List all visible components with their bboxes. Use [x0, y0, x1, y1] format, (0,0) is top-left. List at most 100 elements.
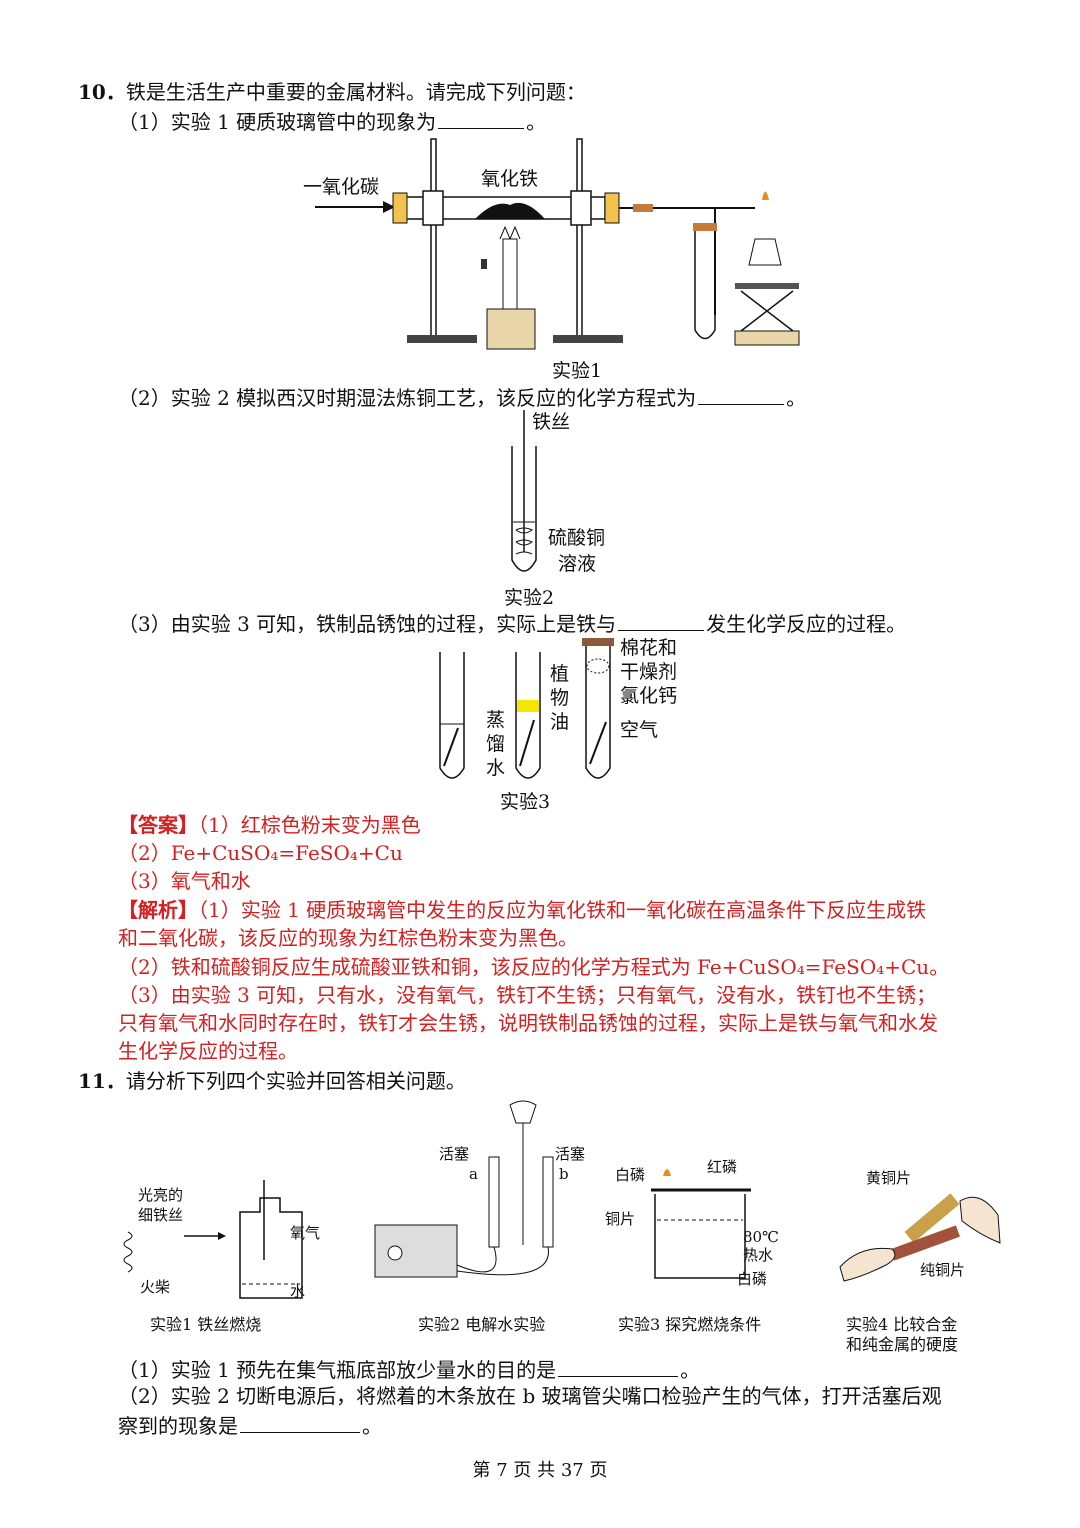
label-b: b	[559, 1165, 569, 1183]
q10-part1: （1）实验 1 硬质玻璃管中的现象为 。	[118, 106, 546, 136]
label-match: 火柴	[140, 1278, 170, 1296]
exp1-caption: 实验1 铁丝燃烧	[150, 1315, 262, 1334]
test-tube-3	[585, 644, 611, 779]
q10-part2-text: （2）实验 2 模拟西汉时期湿法炼铜工艺，该反应的化学方程式为	[118, 386, 697, 410]
analysis-1b: 和二氧化碳，该反应的现象为红棕色粉末变为黑色。	[118, 926, 578, 950]
right-stand-base	[553, 335, 623, 343]
iron-nail	[589, 721, 607, 765]
iron-oxide-powder	[475, 202, 545, 219]
brass-strip	[904, 1193, 960, 1243]
flame-icon	[499, 225, 521, 241]
flame-icon	[762, 191, 769, 200]
gas-jar	[239, 1197, 303, 1299]
lamp-chimney	[502, 238, 518, 310]
answer-2: （2）Fe+CuSO₄=FeSO₄+Cu	[118, 841, 403, 865]
arrow-head	[218, 1232, 226, 1240]
lamp-knob	[481, 259, 487, 269]
q10-part1-text: （1）实验 1 硬质玻璃管中的现象为	[118, 110, 437, 134]
answer-blank[interactable]	[618, 608, 705, 631]
q11-part2b-end: 。	[362, 1414, 382, 1438]
q11-experiment2: 活塞 a 活塞 b	[374, 1100, 585, 1278]
test-tube-2	[515, 652, 541, 779]
right-stopper	[604, 192, 620, 224]
dial-icon	[387, 1245, 403, 1261]
exp4-caption-1: 实验4 比较合金	[846, 1315, 958, 1334]
copper-strip	[890, 1225, 960, 1261]
wires	[456, 1246, 549, 1276]
label-a: a	[469, 1165, 478, 1183]
label-brass: 黄铜片	[866, 1169, 911, 1187]
test-tube	[694, 230, 716, 340]
rubber-stopper	[582, 638, 614, 646]
label-oxygen: 氧气	[290, 1224, 320, 1242]
label-hot-water: 热水	[743, 1246, 773, 1264]
answer-blank[interactable]	[698, 382, 785, 405]
reservoir-funnel	[509, 1100, 537, 1124]
label-water-2: 馏	[486, 733, 505, 755]
q10-part3-text: （3）由实验 3 可知，铁制品锈蚀的过程，实际上是铁与	[118, 612, 617, 636]
label-water-1: 蒸	[486, 709, 505, 731]
q10-part1-end: 。	[526, 110, 547, 134]
label-red-p: 红磷	[707, 1158, 737, 1176]
iron-nail	[519, 719, 535, 767]
power-supply	[374, 1224, 458, 1278]
alcohol-lamp	[748, 238, 782, 266]
answer-blank[interactable]	[438, 106, 525, 129]
q11-part1-end: 。	[680, 1358, 701, 1382]
q11-number: 11．	[78, 1069, 126, 1093]
experiment1-apparatus: 一氧化碳 氧化铁	[303, 138, 800, 350]
q11-experiment1: 光亮的 细铁丝 火柴 氧气 水	[123, 1180, 320, 1300]
hand-icon	[959, 1196, 1001, 1244]
q11-stem-line: 11．请分析下列四个实验并回答相关问题。	[78, 1067, 466, 1095]
exp3-caption: 实验3 探究燃烧条件	[618, 1315, 762, 1334]
q10-part2: （2）实验 2 模拟西汉时期湿法炼铜工艺，该反应的化学方程式为。	[118, 382, 806, 412]
analysis-3c: 生化学反应的过程。	[118, 1039, 298, 1063]
tube-b	[542, 1156, 554, 1248]
label-cotton: 棉花和	[620, 637, 677, 659]
label-temperature: 80℃	[743, 1228, 779, 1246]
experiment2-apparatus: 铁丝 硫酸铜 溶液	[511, 410, 605, 575]
beaker	[654, 1194, 746, 1279]
q11-part2b-text: 察到的现象是	[118, 1414, 238, 1438]
label-white-p-water: 白磷	[737, 1270, 767, 1288]
left-stopper	[392, 192, 408, 224]
label-oil-2: 物	[550, 687, 569, 709]
analysis-3a: （3）由实验 3 可知，只有水，没有氧气，铁钉不生锈；只有氧气，没有水，铁钉也不…	[118, 983, 937, 1007]
arrow-head	[383, 201, 395, 213]
lab-jack-base	[734, 330, 800, 346]
analysis-tag: 【解析】	[118, 898, 198, 922]
right-clamp	[570, 190, 592, 226]
rubber-connector	[633, 204, 653, 212]
lab-jack-scissor	[740, 290, 794, 332]
vegetable-oil-layer	[517, 700, 539, 712]
label-wire: 铁丝	[532, 411, 570, 433]
label-water: 水	[290, 1282, 305, 1300]
answer-blank[interactable]	[240, 1410, 360, 1433]
q11-part2: （2）实验 2 切断电源后，将燃着的木条放在 b 玻璃管尖嘴口检验产生的气体，打…	[118, 1384, 942, 1408]
exp4-caption-2: 和纯金属的硬度	[846, 1335, 959, 1354]
figure1-caption: 实验1	[552, 360, 603, 382]
figure3-caption: 实验3	[500, 791, 551, 813]
q11-stem: 请分析下列四个实验并回答相关问题。	[125, 1069, 466, 1093]
right-stand-rod	[576, 138, 583, 340]
q11-part1-text: （1）实验 1 预先在集气瓶底部放少量水的目的是	[118, 1358, 557, 1382]
label-fine-wire: 细铁丝	[138, 1206, 183, 1224]
analysis-1a: （1）实验 1 硬质玻璃管中发生的反应为氧化铁和一氧化碳在高温条件下反应生成铁	[198, 898, 927, 922]
test-tube	[511, 446, 537, 572]
label-cuso4: 硫酸铜	[548, 527, 605, 549]
answer-tag: 【答案】	[118, 813, 198, 837]
label-oil-3: 油	[550, 711, 569, 733]
analysis-line-1: 【解析】（1）实验 1 硬质玻璃管中发生的反应为氧化铁和一氧化碳在高温条件下反应…	[118, 896, 926, 924]
left-stand-base	[407, 335, 477, 343]
answer-3: （3）氧气和水	[118, 869, 251, 893]
label-fe2o3: 氧化铁	[481, 168, 538, 190]
answer-line-1: 【答案】（1）红棕色粉末变为黑色	[118, 811, 421, 839]
q10-stem: 铁是生活生产中重要的金属材料。请完成下列问题：	[125, 80, 586, 104]
cotton-desiccant	[586, 658, 610, 674]
label-oil-1: 植	[550, 663, 569, 685]
iron-nail	[443, 727, 459, 767]
q10-stem-line: 10．铁是生活生产中重要的金属材料。请完成下列问题：	[78, 78, 586, 106]
label-cacl2: 氯化钙	[620, 685, 677, 707]
label-water-3: 水	[486, 757, 505, 779]
answer-blank[interactable]	[558, 1354, 679, 1377]
